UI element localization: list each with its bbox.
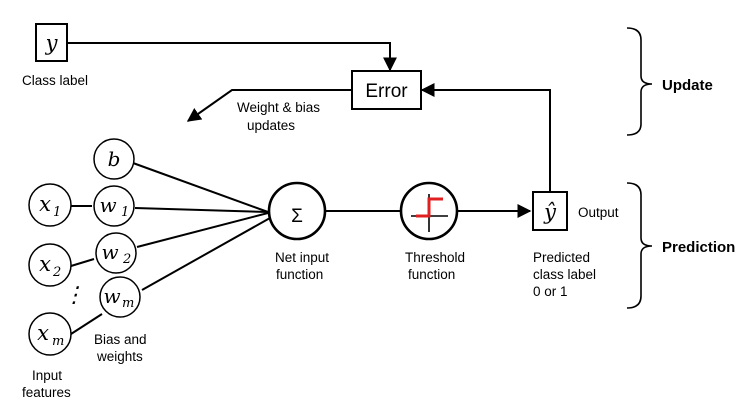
net-input-label-2: function (276, 267, 323, 282)
update-label: Update (662, 77, 713, 94)
w2-symbol: w (101, 240, 118, 264)
step-function-icon (411, 194, 448, 232)
xm-node (28, 312, 72, 356)
y-hat-symbol: ŷ (543, 200, 557, 224)
input-features-label-2: features (22, 385, 71, 400)
xm-symbol: x (37, 321, 49, 345)
net-input-label-1: Net input (275, 250, 329, 265)
x2-node (28, 243, 72, 287)
x2-subscript: 2 (52, 265, 61, 280)
class-label-box (35, 23, 68, 62)
w2-subscript: 2 (122, 252, 131, 267)
x2-to-w2-line (70, 258, 95, 267)
bias-weights-label-2: weights (96, 349, 143, 364)
class-label-to-error-arrow (67, 42, 397, 72)
weight-bias-updates-label-2: updates (247, 118, 295, 133)
net-input-node (267, 181, 327, 241)
weight-update-arrow (186, 89, 353, 122)
predicted-label-2: class label (533, 267, 596, 282)
bias-weights-label-1: Bias and (94, 332, 147, 347)
predicted-label-1: Predicted (533, 250, 590, 265)
threshold-label-1: Threshold (405, 250, 465, 265)
x1-symbol: x (39, 192, 51, 216)
w1-subscript: 1 (121, 205, 129, 220)
bias-node (93, 138, 135, 180)
output-to-error-arrow (420, 83, 551, 192)
wm-symbol: w (103, 284, 120, 308)
update-bracket (626, 27, 653, 136)
weight-bias-updates-label-1: Weight & bias (237, 100, 320, 115)
error-label: Error (365, 81, 408, 102)
output-label: Output (578, 205, 619, 220)
w1-to-sum-line (134, 207, 269, 213)
wm-node (99, 276, 141, 318)
x1-subscript: 1 (53, 205, 61, 220)
w1-node (93, 185, 135, 227)
w2-to-sum-line (136, 212, 269, 248)
x1-node (28, 183, 72, 227)
predicted-label-3: 0 or 1 (533, 284, 568, 299)
x2-symbol: x (39, 252, 51, 276)
b-symbol: b (108, 147, 121, 171)
wm-to-sum-line (141, 217, 271, 291)
xm-to-wm-line (70, 313, 103, 335)
w1-symbol: w (99, 193, 116, 217)
prediction-bracket (626, 182, 653, 309)
prediction-label: Prediction (662, 239, 735, 256)
sigma-symbol: Σ (291, 206, 303, 227)
xm-subscript: m (52, 334, 64, 349)
threshold-label-2: function (408, 267, 455, 282)
b-to-sum-line (132, 162, 269, 213)
y-symbol: y (45, 31, 59, 55)
class-label-text: Class label (22, 73, 88, 88)
output-box (532, 191, 568, 231)
input-features-label-1: Input (32, 368, 62, 383)
input-ellipsis: ⋮ (63, 283, 85, 308)
w2-node (95, 232, 137, 274)
wm-subscript: m (122, 296, 134, 311)
error-box (351, 70, 422, 110)
